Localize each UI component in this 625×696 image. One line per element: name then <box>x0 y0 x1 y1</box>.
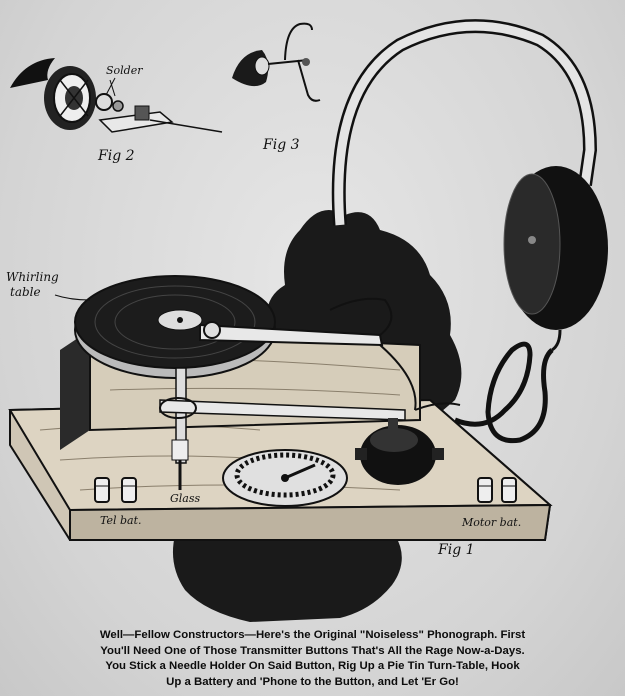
glass-label: Glass <box>170 492 201 505</box>
solder-label: Solder <box>106 64 143 77</box>
motor <box>355 418 444 485</box>
caption: Well—Fellow Constructors—Here's the Orig… <box>0 628 625 696</box>
tone-arm <box>199 297 393 347</box>
turntable-disc <box>74 275 276 379</box>
headphone-receiver <box>331 19 608 444</box>
caption-line-1: Well—Fellow Constructors—Here's the Orig… <box>99 629 526 641</box>
fig1-label: Fig 1 <box>438 542 475 558</box>
rheostat <box>222 449 348 507</box>
fig3-label: Fig 3 <box>263 137 300 153</box>
fig3-needle-holder <box>232 22 321 102</box>
tel-battery-terminals <box>94 477 137 503</box>
motor-bat-label: Motor bat. <box>462 516 522 529</box>
caption-line-2: You'll Need One of Those Transmitter But… <box>100 644 525 657</box>
fig2-label: Fig 2 <box>98 148 135 164</box>
phonograph-illustration <box>8 19 608 622</box>
caption-line-4: Up a Battery and 'Phone to the Button, a… <box>166 675 459 688</box>
whirling-label: Whirling <box>6 270 59 284</box>
tel-bat-label: Tel bat. <box>100 514 142 527</box>
table-label: table <box>10 285 41 299</box>
motor-battery-terminals <box>477 477 517 503</box>
fig2-transmitter-button <box>10 58 223 133</box>
lower-shadow <box>172 535 402 622</box>
caption-line-3: You Stick a Needle Holder On Said Button… <box>105 660 520 672</box>
solder-leader <box>109 79 116 97</box>
wiring <box>379 344 461 411</box>
whirling-table-leader <box>54 294 91 301</box>
drive-shaft <box>159 367 406 490</box>
